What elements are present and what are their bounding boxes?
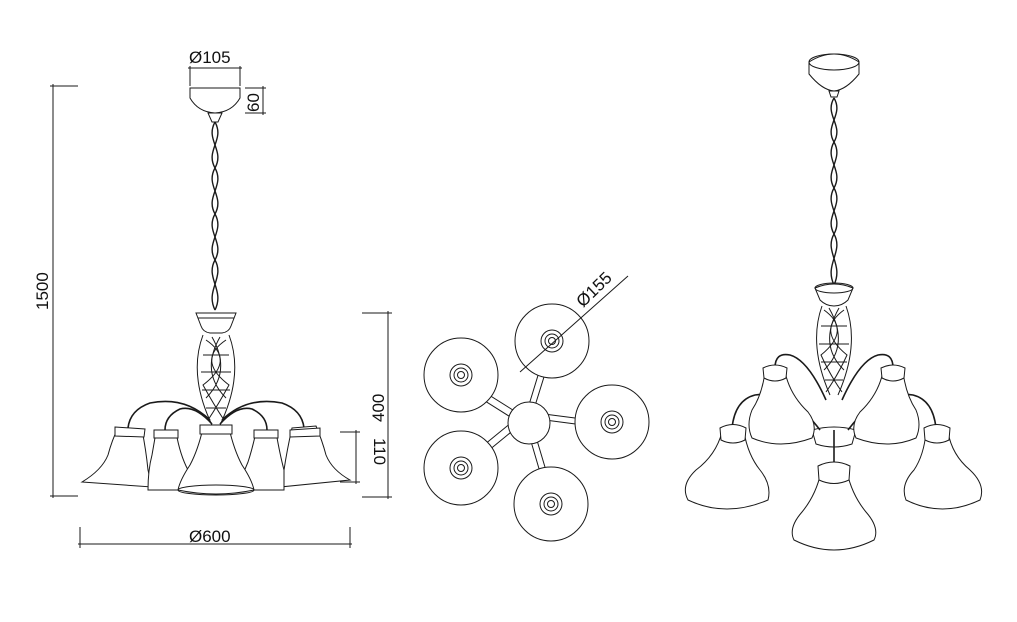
front-chain bbox=[211, 121, 219, 311]
dim-body-height: 400 bbox=[362, 311, 392, 499]
shade-diameter-label: Ø155 bbox=[573, 268, 616, 311]
dim-shade-height: 110 bbox=[340, 430, 389, 484]
perspective-chain bbox=[830, 97, 838, 286]
perspective-shades bbox=[684, 364, 983, 551]
perspective-twisted-body bbox=[816, 305, 852, 396]
total-height-label: 1500 bbox=[33, 272, 52, 310]
dim-overall-diameter: Ø600 bbox=[78, 527, 352, 548]
perspective-view bbox=[684, 53, 983, 551]
front-shades bbox=[80, 424, 352, 496]
overall-diameter-label: Ø600 bbox=[189, 527, 231, 546]
front-view: Ø105 60 1500 400 110 bbox=[33, 48, 392, 548]
front-canopy bbox=[189, 87, 241, 114]
dim-canopy-height: 60 bbox=[244, 86, 266, 115]
perspective-canopy bbox=[808, 53, 860, 92]
top-view-hub bbox=[507, 401, 551, 445]
canopy-height-label: 60 bbox=[244, 93, 263, 112]
top-view: Ø155 bbox=[423, 268, 650, 542]
front-arms bbox=[127, 400, 305, 431]
dim-canopy-diameter: Ø105 bbox=[188, 48, 242, 86]
shade-height-label: 110 bbox=[370, 438, 389, 465]
dim-total-height: 1500 bbox=[33, 84, 78, 498]
body-height-label: 400 bbox=[369, 394, 388, 422]
front-twisted-body bbox=[196, 334, 236, 426]
canopy-diameter-label: Ø105 bbox=[189, 48, 231, 67]
front-top-cup bbox=[195, 312, 237, 334]
